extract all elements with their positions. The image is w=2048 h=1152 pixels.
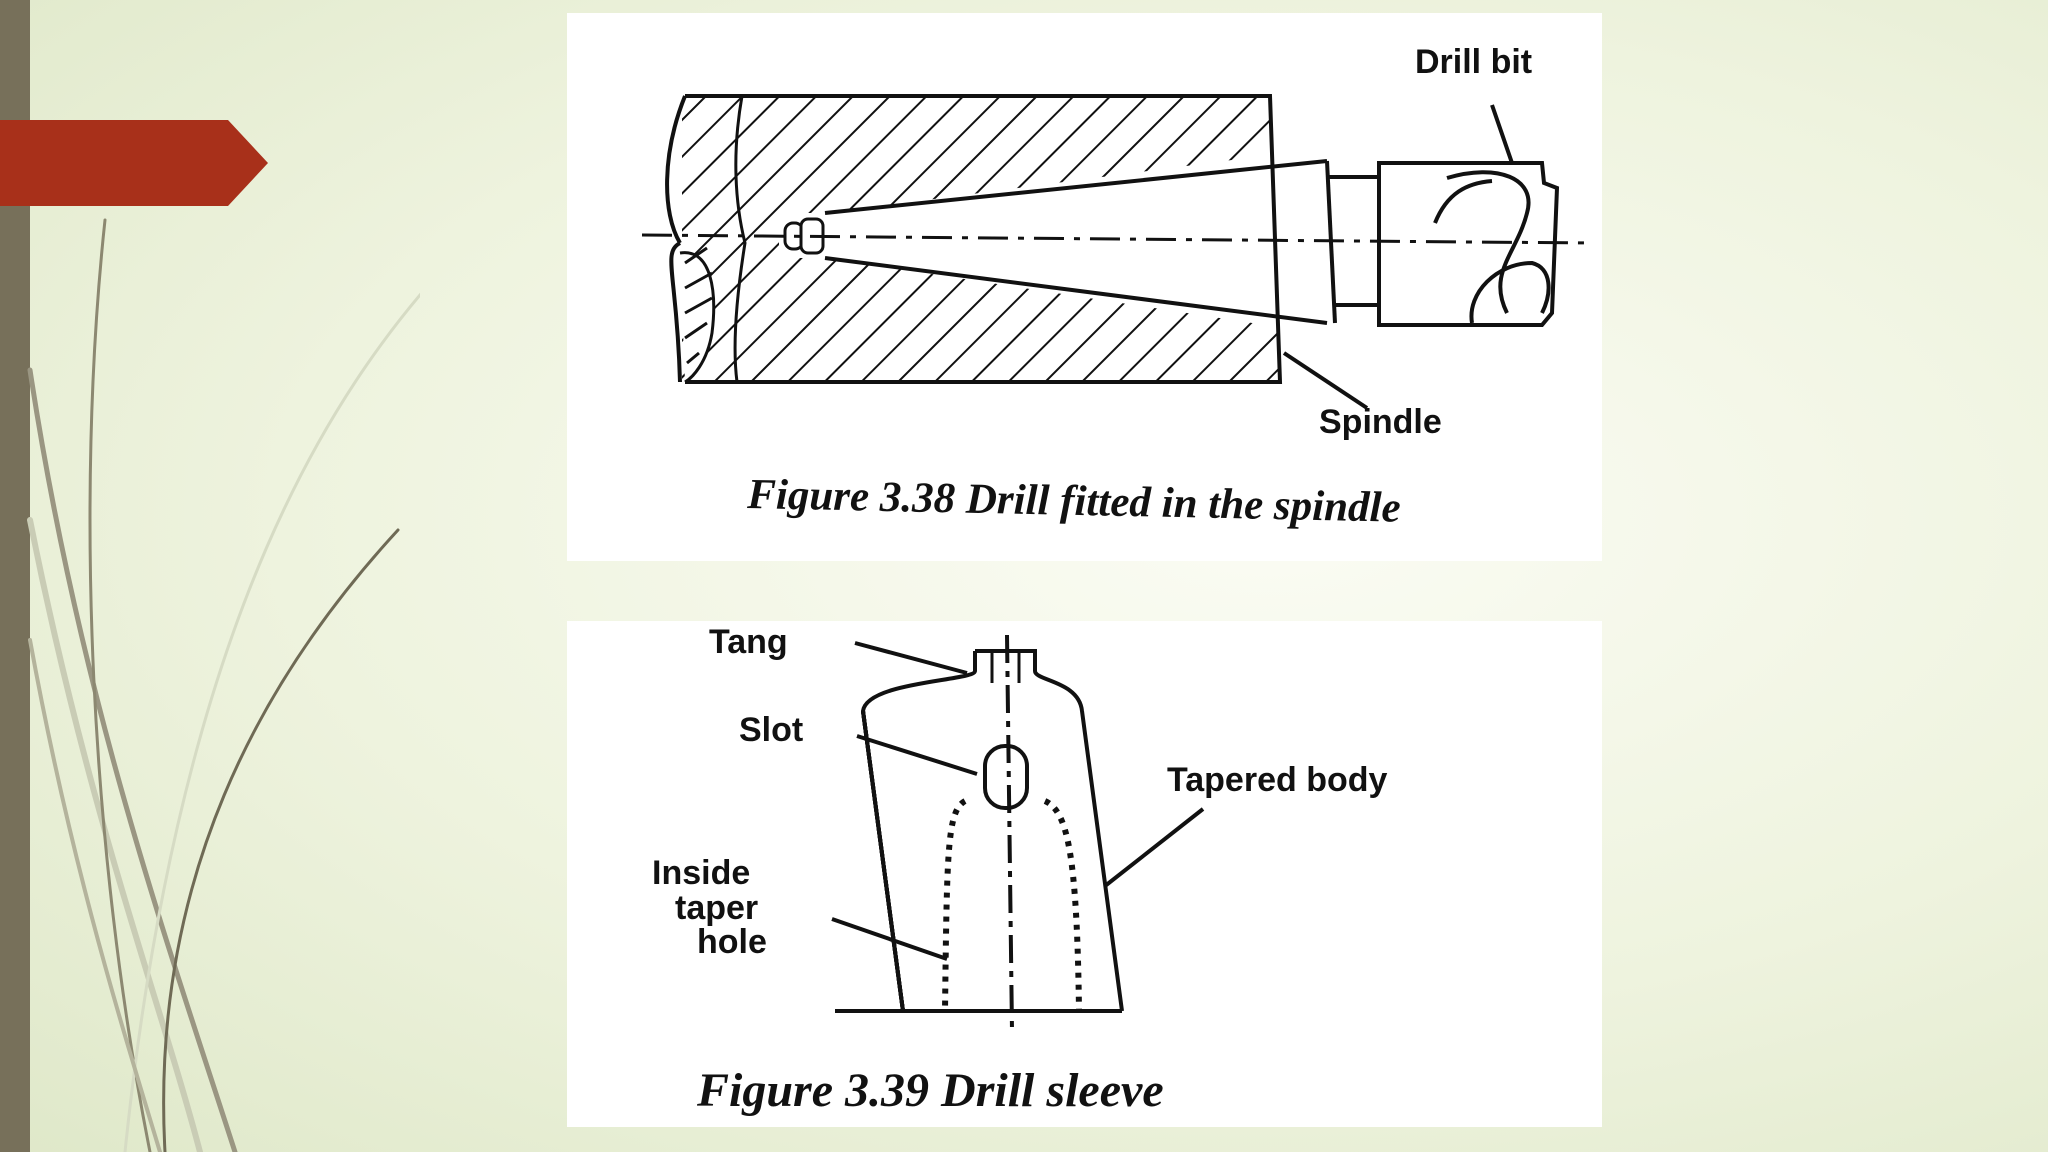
drill-sleeve-diagram: Tang Slot Tapered body Inside taper hole… [652,623,1387,1117]
inside-label-line1: Inside [652,854,750,892]
center-line [641,233,1593,245]
inside-taper-hole-right [1043,798,1082,1012]
drill-bit-label: Drill bit [1415,43,1532,81]
taper-label-line2: taper [675,889,758,927]
figure-drill-in-spindle: Drill bit Spindle Figure 3.38 Drill fitt… [567,13,1602,561]
tang-label: Tang [709,623,788,661]
spindle-body [665,94,1283,384]
inside-taper-hole-leader [831,917,948,961]
hole-label-line3: hole [697,923,767,961]
spindle-label: Spindle [1319,403,1442,441]
drill-bit-leader [1490,104,1514,164]
spindle-leader [1282,351,1369,410]
decorative-swoosh-lines [27,218,420,1152]
figure-drill-sleeve: Tang Slot Tapered body Inside taper hole… [567,621,1602,1127]
slot-leader [856,734,978,776]
slot-label: Slot [739,711,803,749]
drill-spindle-diagram: Drill bit Spindle Figure 3.38 Drill fitt… [641,43,1593,532]
sleeve-center-line [1005,634,1014,1032]
accent-arrow-tab [0,120,268,206]
tang-leader [854,641,968,675]
tapered-body-leader [1103,807,1205,888]
figure-caption-3-38: Figure 3.38 Drill fitted in the spindle [746,471,1401,532]
drill-bit [1377,161,1560,327]
slot [983,744,1029,810]
inside-taper-hole-left [942,798,967,1012]
figure-caption-3-39: Figure 3.39 Drill sleeve [696,1064,1164,1117]
tapered-body-label: Tapered body [1167,761,1387,799]
